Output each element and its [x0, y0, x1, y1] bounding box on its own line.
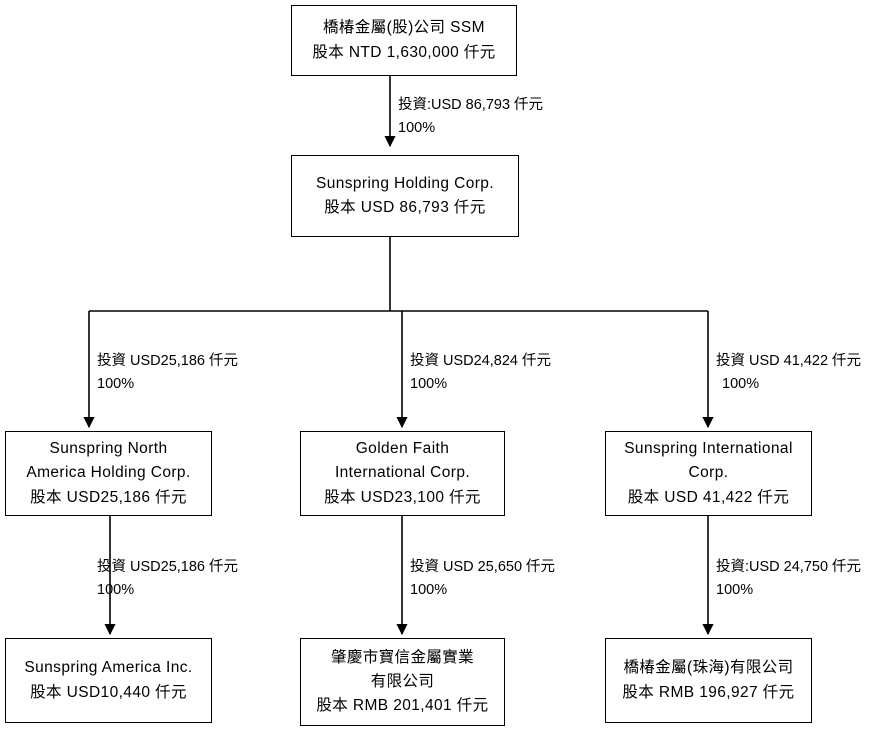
company-name-line-1: 肇慶市寶信金屬實業 [330, 648, 475, 666]
company-name-line-2: International Corp. [334, 464, 471, 482]
parent-company-name: 橋椿金屬(股)公司 SSM [323, 19, 485, 37]
company-capital: 股本 USD 41,422 仟元 [627, 488, 790, 506]
edge-percent: 100% [97, 376, 135, 393]
edge-label-international-to-zhuhai: 投資:USD 24,750 仟元 100% [716, 556, 861, 603]
node-sunspring-metal-zhuhai[interactable]: 橋椿金屬(珠海)有限公司 股本 RMB 196,927 仟元 [605, 638, 812, 723]
company-name: Sunspring America Inc. [24, 659, 193, 677]
edge-label-north-america-to-america-inc: 投資 USD25,186 仟元 100% [97, 556, 238, 603]
parent-company-capital: 股本 NTD 1,630,000 仟元 [312, 43, 496, 61]
node-parent-company[interactable]: 橋椿金屬(股)公司 SSM 股本 NTD 1,630,000 仟元 [291, 5, 517, 76]
edge-label-golden-faith-to-zhaoqing: 投資 USD 25,650 仟元 100% [410, 556, 555, 603]
company-capital: 股本 RMB 201,401 仟元 [316, 697, 489, 714]
edge-label-parent-to-holding: 投資:USD 86,793 仟元 100% [398, 94, 543, 141]
company-capital: 股本 USD25,186 仟元 [30, 488, 187, 506]
edge-label-holding-to-north-america: 投資 USD25,186 仟元 100% [97, 350, 238, 397]
company-capital: 股本 RMB 196,927 仟元 [622, 683, 795, 701]
edge-amount: 投資 USD 41,422 仟元 [716, 353, 862, 369]
edge-percent: 100% [398, 120, 436, 137]
edge-percent: 100% [97, 582, 135, 599]
node-sunspring-america-inc[interactable]: Sunspring America Inc. 股本 USD10,440 仟元 [5, 638, 212, 723]
node-sunspring-holding-corp[interactable]: Sunspring Holding Corp. 股本 USD 86,793 仟元 [291, 155, 519, 237]
node-golden-faith-international-corp[interactable]: Golden Faith International Corp. 股本 USD2… [300, 431, 505, 516]
edge-percent: 100% [410, 376, 448, 393]
node-zhaoqing-baoxin-metal-industrial[interactable]: 肇慶市寶信金屬實業 有限公司 股本 RMB 201,401 仟元 [300, 638, 505, 726]
company-name-line-2: Corp. [688, 464, 729, 482]
holding-company-capital: 股本 USD 86,793 仟元 [324, 199, 486, 216]
holding-company-name: Sunspring Holding Corp. [315, 174, 495, 192]
company-name-line-1: Sunspring North [49, 440, 168, 458]
edge-percent: 100% [716, 582, 754, 599]
node-sunspring-north-america-holding-corp[interactable]: Sunspring North America Holding Corp. 股本… [5, 431, 212, 516]
edge-percent: 100% [410, 582, 448, 599]
company-name-line-1: Sunspring International [624, 440, 793, 458]
edge-amount: 投資:USD 24,750 仟元 [716, 559, 862, 575]
edge-amount: 投資 USD25,186 仟元 [97, 353, 239, 369]
company-name: 橋椿金屬(珠海)有限公司 [623, 659, 794, 677]
edge-amount: 投資:USD 86,793 仟元 [398, 97, 544, 113]
edge-label-holding-to-international: 投資 USD 41,422 仟元 100% [716, 350, 861, 397]
node-sunspring-international-corp[interactable]: Sunspring International Corp. 股本 USD 41,… [605, 431, 812, 516]
edge-label-holding-to-golden-faith: 投資 USD24,824 仟元 100% [410, 350, 551, 397]
company-capital: 股本 USD10,440 仟元 [30, 683, 187, 701]
company-name-line-1: Golden Faith [355, 440, 450, 458]
company-name-line-2: 有限公司 [370, 672, 435, 690]
edge-percent: 100% [722, 376, 760, 393]
edge-amount: 投資 USD25,186 仟元 [97, 559, 239, 575]
company-name-line-2: America Holding Corp. [26, 464, 191, 482]
company-capital: 股本 USD23,100 仟元 [324, 488, 481, 506]
edge-amount: 投資 USD 25,650 仟元 [410, 559, 556, 575]
edge-amount: 投資 USD24,824 仟元 [410, 353, 552, 369]
